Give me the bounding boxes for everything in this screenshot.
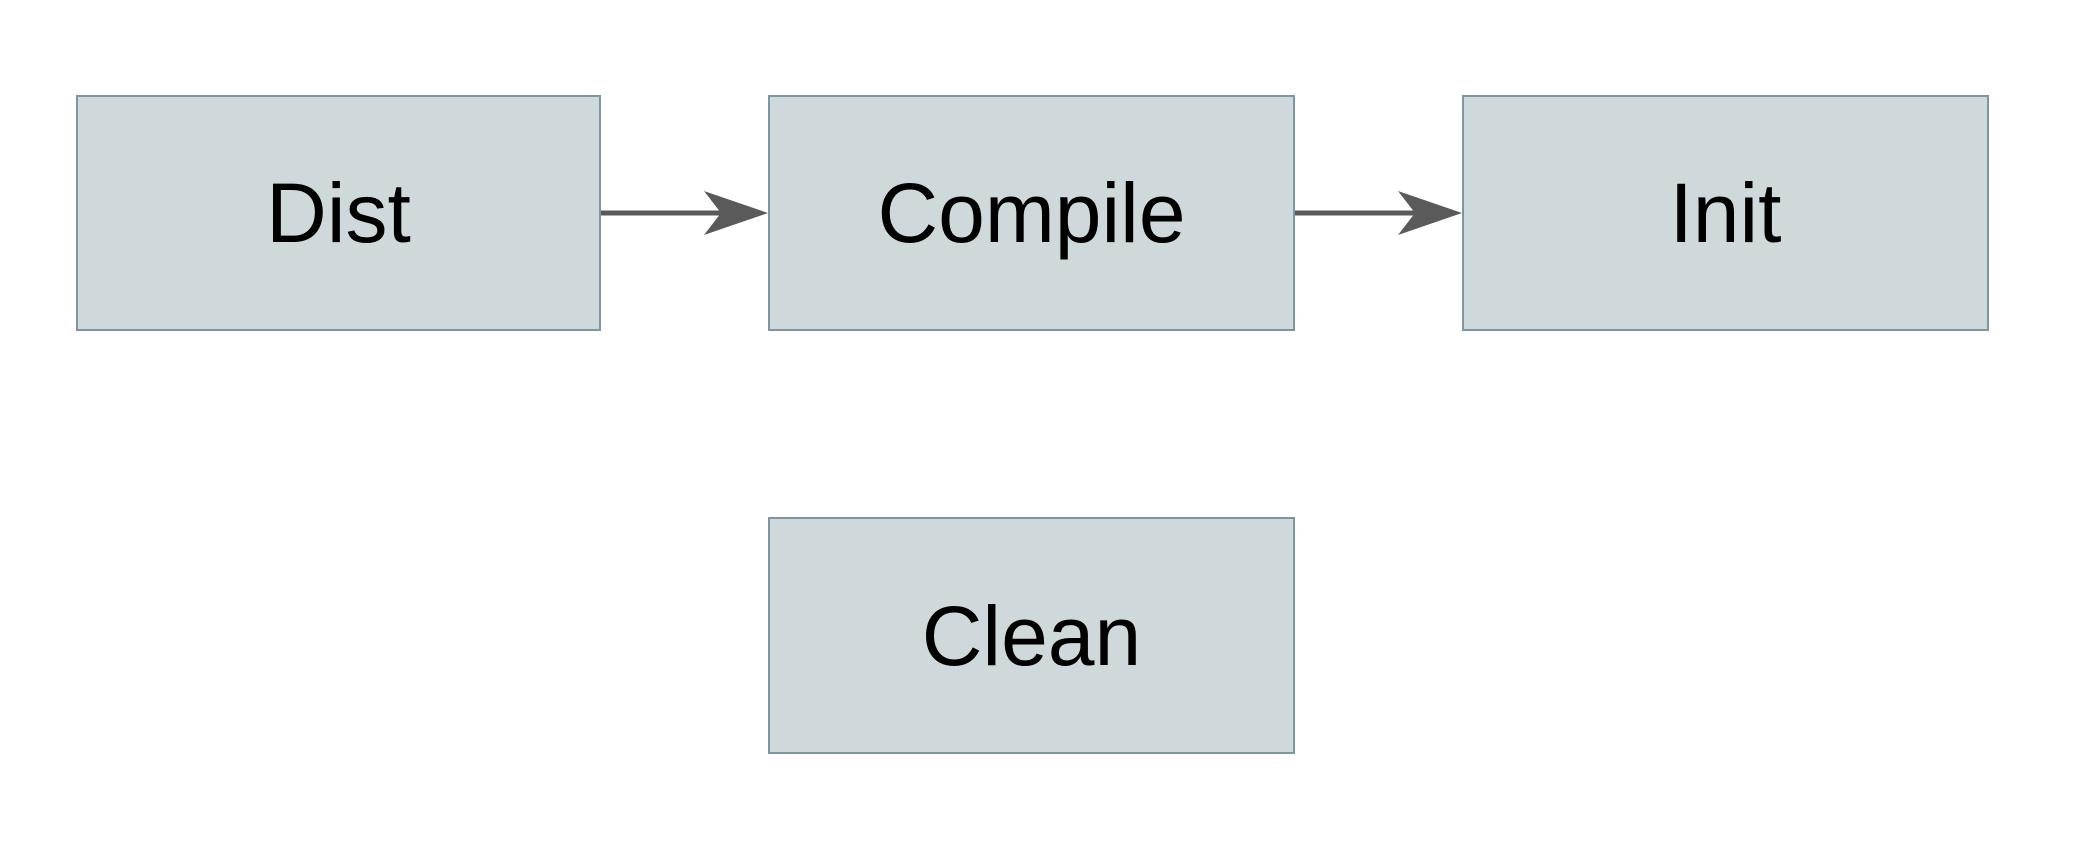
arrow-dist-to-compile — [601, 191, 768, 235]
node-clean-label: Clean — [921, 588, 1142, 683]
node-dist-label: Dist — [266, 166, 411, 260]
node-compile: Compile — [768, 95, 1295, 331]
node-dist: Dist — [76, 95, 601, 331]
arrow-compile-to-init — [1295, 191, 1462, 235]
node-compile-label: Compile — [877, 166, 1186, 260]
node-clean: Clean — [768, 517, 1295, 754]
node-init: Init — [1462, 95, 1989, 331]
node-init-label: Init — [1669, 166, 1782, 260]
